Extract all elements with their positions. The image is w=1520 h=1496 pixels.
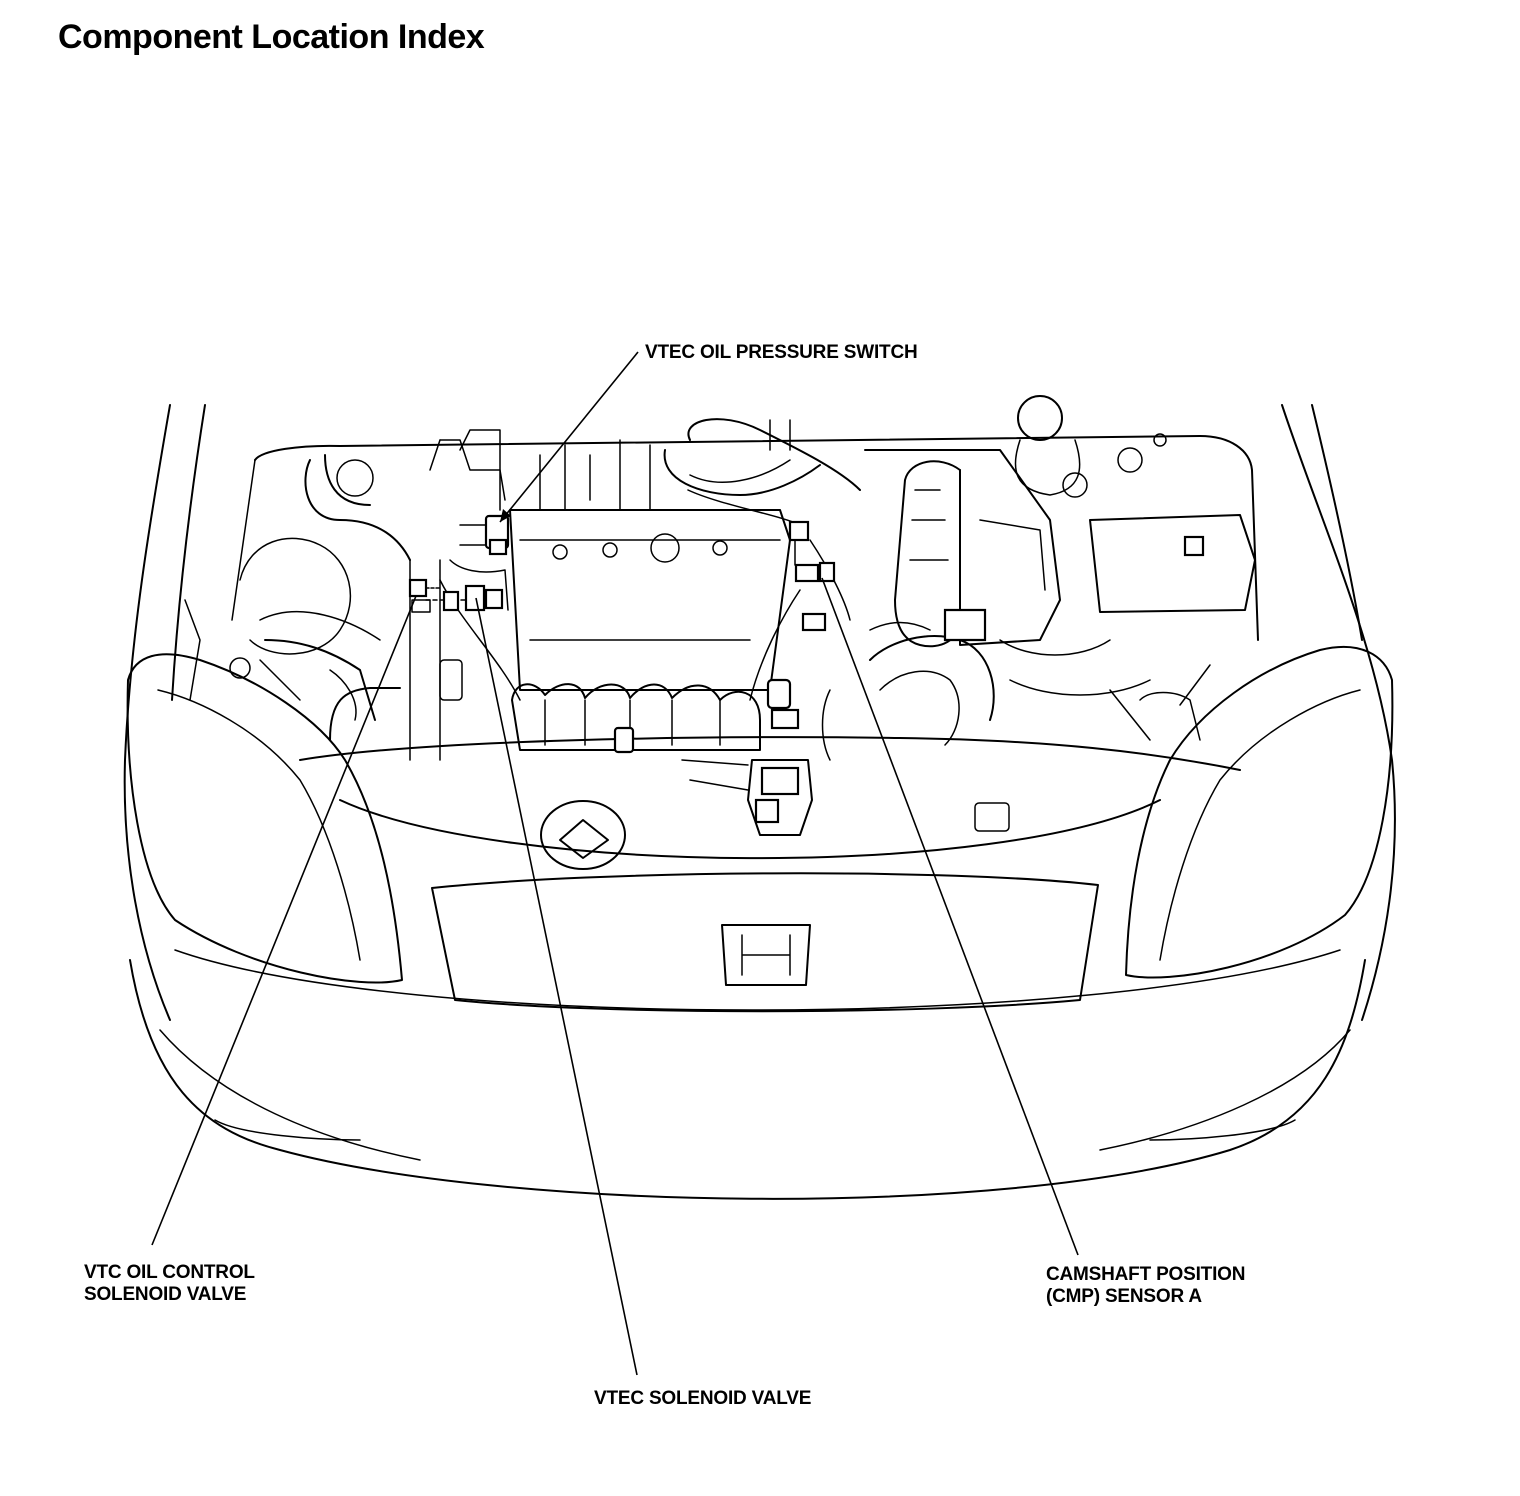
honda-emblem-icon xyxy=(721,924,811,986)
vtc-label-line2: SOLENOID VALVE xyxy=(84,1284,247,1305)
top-hoses xyxy=(429,418,861,511)
vtc-oil-control-solenoid-valve-label: VTC OIL CONTROL SOLENOID VALVE xyxy=(84,1262,255,1306)
leader-lines xyxy=(151,351,1079,1376)
vtec-solenoid-valve xyxy=(442,559,509,612)
cmp-label-line1: CAMSHAFT POSITION xyxy=(1046,1264,1246,1285)
oil-filler-cap-icon xyxy=(540,800,626,870)
right-bay-components xyxy=(864,395,1256,746)
engine xyxy=(439,439,791,754)
cmp-sensor-a-label: CAMSHAFT POSITION (CMP) SENSOR A xyxy=(1046,1264,1245,1308)
right-headlight xyxy=(1125,645,1394,979)
vtec-oil-pressure-switch xyxy=(459,514,510,556)
vtc-label-line1: VTC OIL CONTROL xyxy=(84,1262,255,1283)
cmp-sensor-a xyxy=(788,520,836,632)
left-headlight xyxy=(126,653,403,984)
ignition-components xyxy=(681,678,813,836)
vtec-oil-pressure-switch-label: VTEC OIL PRESSURE SWITCH xyxy=(645,342,918,363)
vtec-solenoid-valve-label: VTEC SOLENOID VALVE xyxy=(594,1388,812,1409)
cmp-label-line2: (CMP) SENSOR A xyxy=(1046,1286,1202,1307)
left-bay-components xyxy=(184,454,463,721)
page-title: Component Location Index xyxy=(58,18,485,56)
